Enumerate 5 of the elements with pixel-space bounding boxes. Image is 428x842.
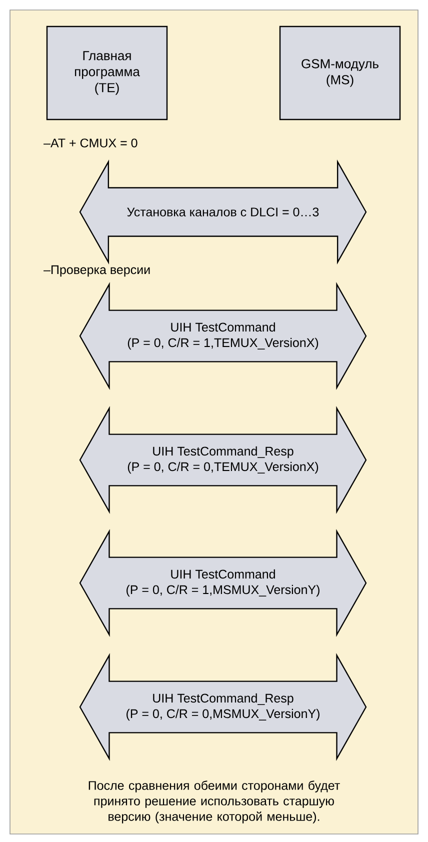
step-label: –AT + CMUX = 0: [44, 138, 138, 148]
module-box: Главная программа (TE): [46, 26, 168, 120]
note-text: После сравнения обеими сторонами будет принято решение использовать старшую версию (значение которой меньше).: [88, 780, 340, 824]
step-label: –Проверка версии: [44, 265, 150, 277]
module-box: GSM-модуль (MS): [279, 26, 401, 120]
